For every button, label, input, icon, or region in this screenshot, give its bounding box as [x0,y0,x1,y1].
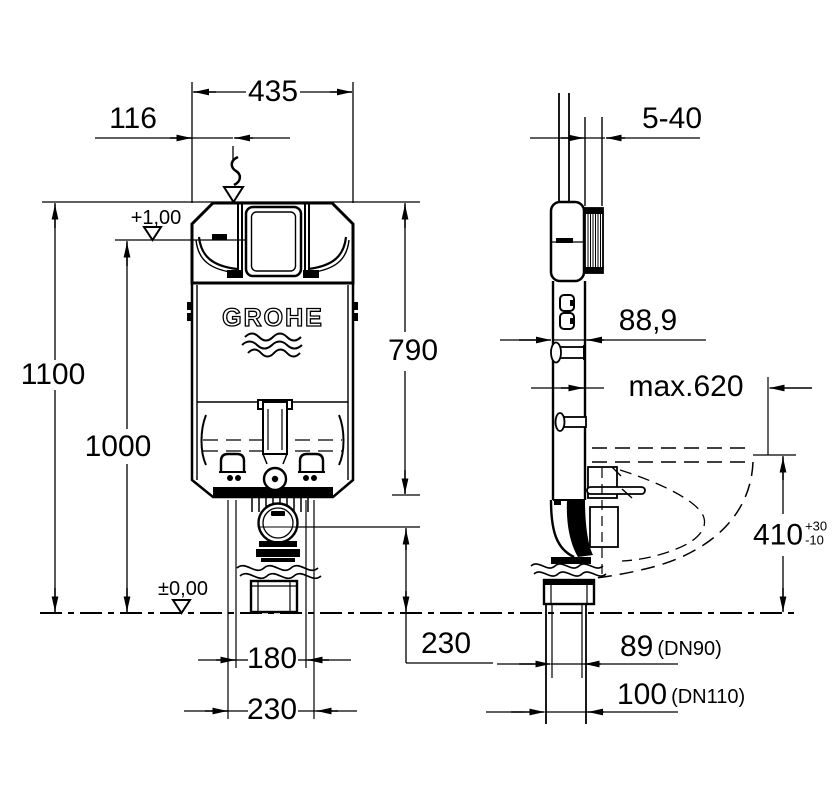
level-marks [142,226,192,615]
level-triangle-icon [171,599,192,615]
dim-drain-dn90: 89 (DN90) [620,632,722,662]
dim-wall-range: 5-40 [641,102,703,135]
level-upper-label: +1,00 [130,207,182,229]
level-floor-label: ±0,00 [158,578,208,600]
dim-bowl-height: 410 +30 -10 [753,519,827,550]
level-triangle-icon [142,226,163,242]
access-shaft-hatch [584,207,604,274]
dim-bowl-height-tolerance: +30 -10 [805,519,827,546]
grohe-logo: GROHE [222,303,324,358]
dim-outlet-height: 230 [420,627,472,660]
dim-frame-width: 435 [247,75,299,108]
dim-drain-dn90-note: (DN90) [657,638,722,660]
side-view [530,93,754,724]
dim-actuation-height: 1000 [84,430,152,463]
dim-drain-dn110: 100 (DN110) [617,680,745,710]
dim-drain-dn110-note: (DN110) [671,686,746,708]
wc-bowl-hidden-lines [592,447,754,579]
dim-max-depth: max.620 [628,370,744,403]
dim-bolt-spacing: 180 [246,642,298,675]
dimension-lines [42,82,812,719]
dim-drain-dn90-value: 89 [620,630,654,663]
dim-flush-pipe-dia: 88,9 [618,304,678,337]
dim-bolt-outer: 230 [246,693,298,726]
tolerance-plus: +30 [805,518,828,534]
grohe-logo-waves [241,332,303,358]
dim-total-height: 1100 [20,358,86,391]
dim-drain-dn110-value: 100 [617,678,668,711]
tolerance-minus: -10 [805,532,824,547]
front-view: GROHE [187,201,358,614]
grohe-logo-text: GROHE [222,304,324,332]
dim-flush-offset: 116 [109,102,157,135]
dim-bowl-height-value: 410 [753,518,804,552]
flush-inlet-icon [222,155,245,204]
dim-frame-height: 790 [387,334,439,367]
